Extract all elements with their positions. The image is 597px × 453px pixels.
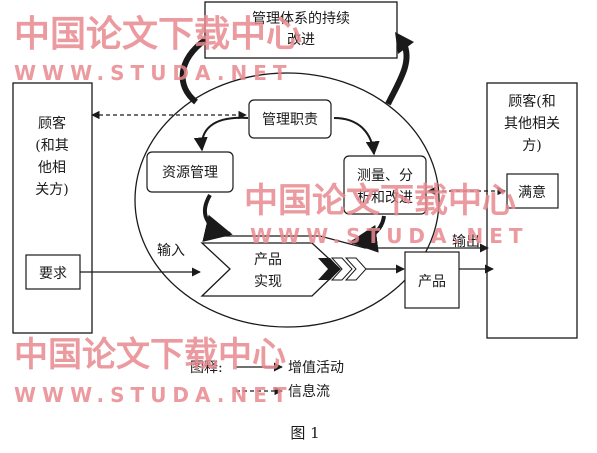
legend-information-flow: 信息流	[288, 383, 330, 400]
measurement-box	[343, 155, 427, 215]
output-label: 输出	[452, 234, 480, 250]
product-realization-chevron	[200, 242, 341, 297]
process-ellipse	[134, 72, 440, 328]
measurement-label-line1: 测量、分	[357, 168, 413, 184]
improvement-box	[204, 1, 398, 59]
measurement-label-line2: 析和改进	[357, 190, 413, 206]
product-box	[404, 251, 460, 309]
satisfaction-box	[506, 173, 559, 209]
satisfaction-label: 满意	[518, 184, 546, 201]
legend-value-activity: 增值活动	[288, 360, 344, 376]
watermark-en-top: WWW.STUDA.NET	[14, 61, 293, 85]
customer-left-line3: 他相	[38, 160, 66, 176]
customer-right-line3: 方)	[522, 138, 541, 154]
management-responsibility-label: 管理职责	[262, 112, 318, 128]
management-responsibility-box	[248, 99, 332, 139]
watermark-cn-top: 中国论文下载中心	[14, 14, 302, 55]
watermark-en-bottom: WWW.STUDA.NET	[14, 383, 293, 407]
requirements-box	[25, 254, 81, 290]
chevron-mark-2	[330, 257, 353, 281]
cycle-arrow-resource-to-realization	[202, 193, 233, 242]
improvement-label-line1: 管理体系的持续	[252, 10, 350, 27]
cycle-arrow-mgmt-to-measurement	[333, 117, 380, 156]
improvement-loop-right	[385, 42, 410, 106]
product-realization-line1: 产品	[254, 252, 282, 268]
figure-caption: 图 1	[290, 424, 319, 442]
watermark-cn-bottom: 中国论文下载中心	[14, 335, 286, 375]
requirements-label: 要求	[39, 266, 67, 282]
product-realization-line2: 实现	[254, 274, 282, 290]
resource-management-label: 资源管理	[162, 165, 218, 181]
customer-left-box	[12, 82, 93, 334]
chevron-mark-3	[344, 257, 367, 281]
customer-right-box	[486, 82, 578, 339]
customer-left-line4: 关方)	[35, 182, 68, 198]
customer-right-line2: 其他相关	[504, 116, 560, 132]
cycle-arrow-measurement-to-realization	[349, 215, 386, 253]
customer-left-line1: 顾客	[38, 115, 66, 132]
chevron-mark-1	[318, 258, 340, 280]
improvement-loop-left	[179, 37, 207, 105]
input-label: 输入	[157, 243, 185, 259]
customer-left-line2: (和其	[35, 138, 68, 154]
cycle-arrow-mgmt-to-resource	[193, 116, 249, 152]
customer-right-line1: 顾客(和	[508, 93, 555, 110]
watermark-cn-mid: 中国论文下载中心	[244, 181, 516, 221]
resource-management-box	[146, 151, 234, 193]
watermark-en-mid: WWW.STUDA.NET	[250, 224, 529, 248]
improvement-loop-head	[395, 32, 414, 54]
improvement-label-line2: 改进	[287, 32, 315, 48]
product-label: 产品	[418, 274, 446, 290]
legend-title: 图释:	[190, 360, 223, 376]
